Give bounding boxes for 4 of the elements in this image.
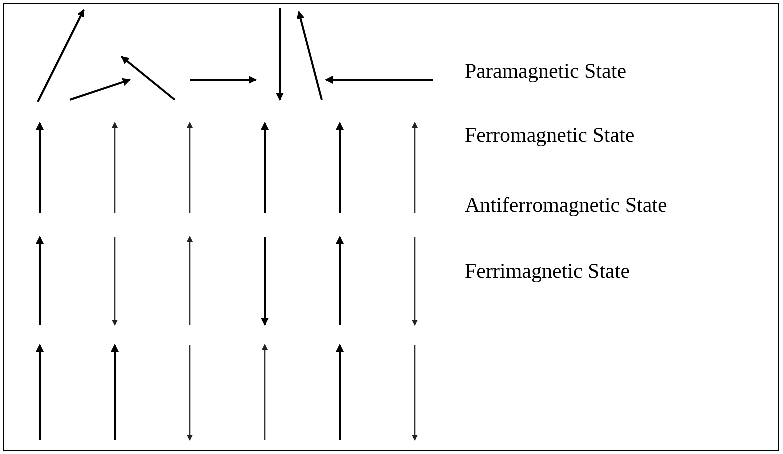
state-label: Paramagnetic State <box>465 58 627 85</box>
state-label: Ferromagnetic State <box>465 122 635 149</box>
state-label: Antiferromagnetic State <box>465 192 668 219</box>
state-label: Ferrimagnetic State <box>465 258 630 285</box>
